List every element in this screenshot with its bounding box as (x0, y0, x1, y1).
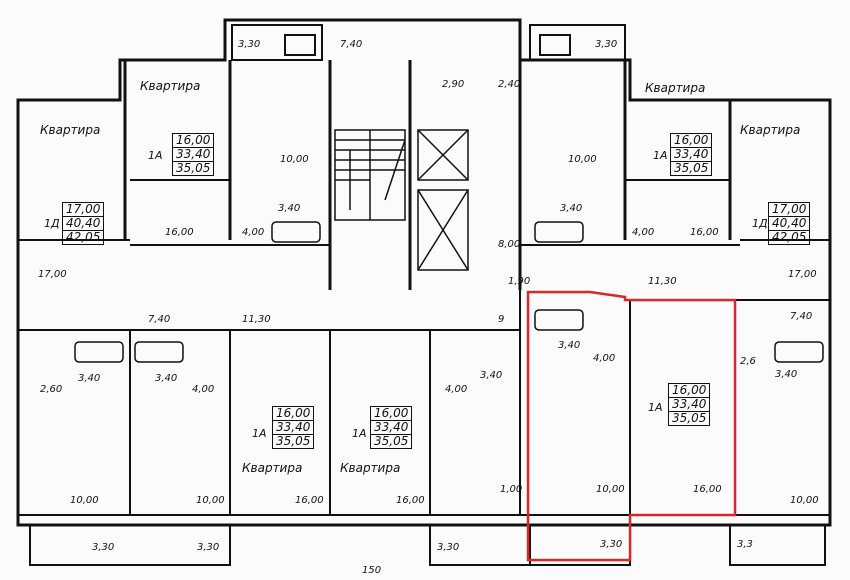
dim-balcony-tl: 3,30 (238, 39, 261, 50)
top-balconies (231, 24, 626, 61)
area-full: 35,05 (171, 161, 215, 176)
dim-bath: 3,40 (480, 370, 503, 381)
area-living: 16,00 (171, 133, 215, 148)
bathtubs (74, 221, 824, 363)
area-total: 33,40 (171, 147, 215, 162)
apt-type: 1Д (44, 217, 60, 230)
dim-corridor: 7,40 (148, 314, 171, 325)
dim-hall: 4,00 (242, 227, 265, 238)
dim-hall: 4,00 (593, 353, 616, 364)
dim-kitchen: 10,00 (790, 495, 819, 506)
area-living: 16,00 (669, 133, 713, 148)
dim-room: 17,00 (38, 269, 67, 280)
bottom-balconies (29, 524, 826, 566)
area-full: 35,05 (271, 434, 315, 449)
highlighted-apartment-outline (526, 290, 737, 562)
apt-type: 1А (352, 427, 367, 440)
dim-balcony: 3,3 (737, 539, 753, 550)
area-table: 16,00 33,40 35,05 (669, 133, 713, 176)
area-full: 42,05 (61, 230, 105, 245)
apartment-label: Квартира (242, 461, 303, 475)
dim-lobby: 8,00 (498, 239, 521, 250)
area-total: 33,40 (271, 420, 315, 435)
apartment-label: Квартира (140, 79, 201, 93)
dim-bath: 3,40 (78, 373, 101, 384)
dim-edge: 2,6 (740, 356, 756, 367)
area-full: 35,05 (369, 434, 413, 449)
dim-balcony: 3,30 (197, 542, 220, 553)
dim-kitchen: 10,00 (196, 495, 225, 506)
apartment-label: Квартира (740, 123, 801, 137)
apartment-label: Квартира (645, 81, 706, 95)
dim-bath: 3,40 (155, 373, 178, 384)
area-table: 16,00 33,40 35,05 (369, 406, 413, 449)
dim-kitchen: 10,00 (596, 484, 625, 495)
area-total: 33,40 (369, 420, 413, 435)
stair-core (334, 129, 469, 271)
dim-edge: 1,00 (500, 484, 523, 495)
dim-hall: 4,00 (192, 384, 215, 395)
apt-type: 1А (648, 401, 663, 414)
dim-balcony: 3,30 (92, 542, 115, 553)
dim-room: 16,00 (690, 227, 719, 238)
area-table: 17,00 40,40 42,05 (61, 202, 105, 245)
dim-bottom-mark: 150 (362, 565, 382, 576)
area-table: 16,00 33,40 35,05 (171, 133, 215, 176)
dim-corridor-right: 11,30 (648, 276, 677, 287)
area-table: 17,00 40,40 42,05 (767, 202, 811, 245)
area-full: 35,05 (669, 161, 713, 176)
dim-kitchen: 10,00 (568, 154, 597, 165)
dim-room: 17,00 (788, 269, 817, 280)
area-living: 17,00 (61, 202, 105, 217)
apt-type: 1Д (752, 217, 768, 230)
dim-corridor-left: 11,30 (242, 314, 271, 325)
dim-stair-left: 2,90 (442, 79, 465, 90)
dim-lobby-small: 1,90 (508, 276, 531, 287)
area-table: 16,00 33,40 35,05 (271, 406, 315, 449)
dim-edge: 9 (498, 314, 505, 325)
area-full: 35,05 (667, 411, 711, 426)
dim-kitchen: 10,00 (280, 154, 309, 165)
dim-bath: 3,40 (278, 203, 301, 214)
dim-bath: 3,40 (558, 340, 581, 351)
dim-hall: 4,00 (632, 227, 655, 238)
dim-toilet: 2,60 (40, 384, 63, 395)
apt-type: 1А (148, 149, 163, 162)
dim-room: 16,00 (295, 495, 324, 506)
area-total: 40,40 (61, 216, 105, 231)
area-total: 40,40 (767, 216, 811, 231)
area-living: 16,00 (369, 406, 413, 421)
dim-room: 16,00 (396, 495, 425, 506)
dim-hall: 4,00 (445, 384, 468, 395)
dim-balcony-tr: 3,30 (595, 39, 618, 50)
dim-bath: 3,40 (775, 369, 798, 380)
area-living: 16,00 (667, 383, 711, 398)
area-living: 17,00 (767, 202, 811, 217)
dim-balcony: 3,30 (437, 542, 460, 553)
dim-kitchen: 10,00 (70, 495, 99, 506)
apartment-label: Квартира (340, 461, 401, 475)
dim-room: 16,00 (693, 484, 722, 495)
area-total: 33,40 (667, 397, 711, 412)
dim-corridor-top: 7,40 (340, 39, 363, 50)
area-living: 16,00 (271, 406, 315, 421)
apartment-label: Квартира (40, 123, 101, 137)
area-total: 33,40 (669, 147, 713, 162)
apt-type: 1А (252, 427, 267, 440)
dim-balcony: 3,30 (600, 539, 623, 550)
dim-bath: 3,40 (560, 203, 583, 214)
area-full: 42,05 (767, 230, 811, 245)
outer-walls (16, 18, 832, 527)
area-table: 16,00 33,40 35,05 (667, 383, 711, 426)
dim-stair-right: 2,40 (498, 79, 521, 90)
apt-type: 1А (653, 149, 668, 162)
dim-room: 16,00 (165, 227, 194, 238)
dim-corridor: 7,40 (790, 311, 813, 322)
